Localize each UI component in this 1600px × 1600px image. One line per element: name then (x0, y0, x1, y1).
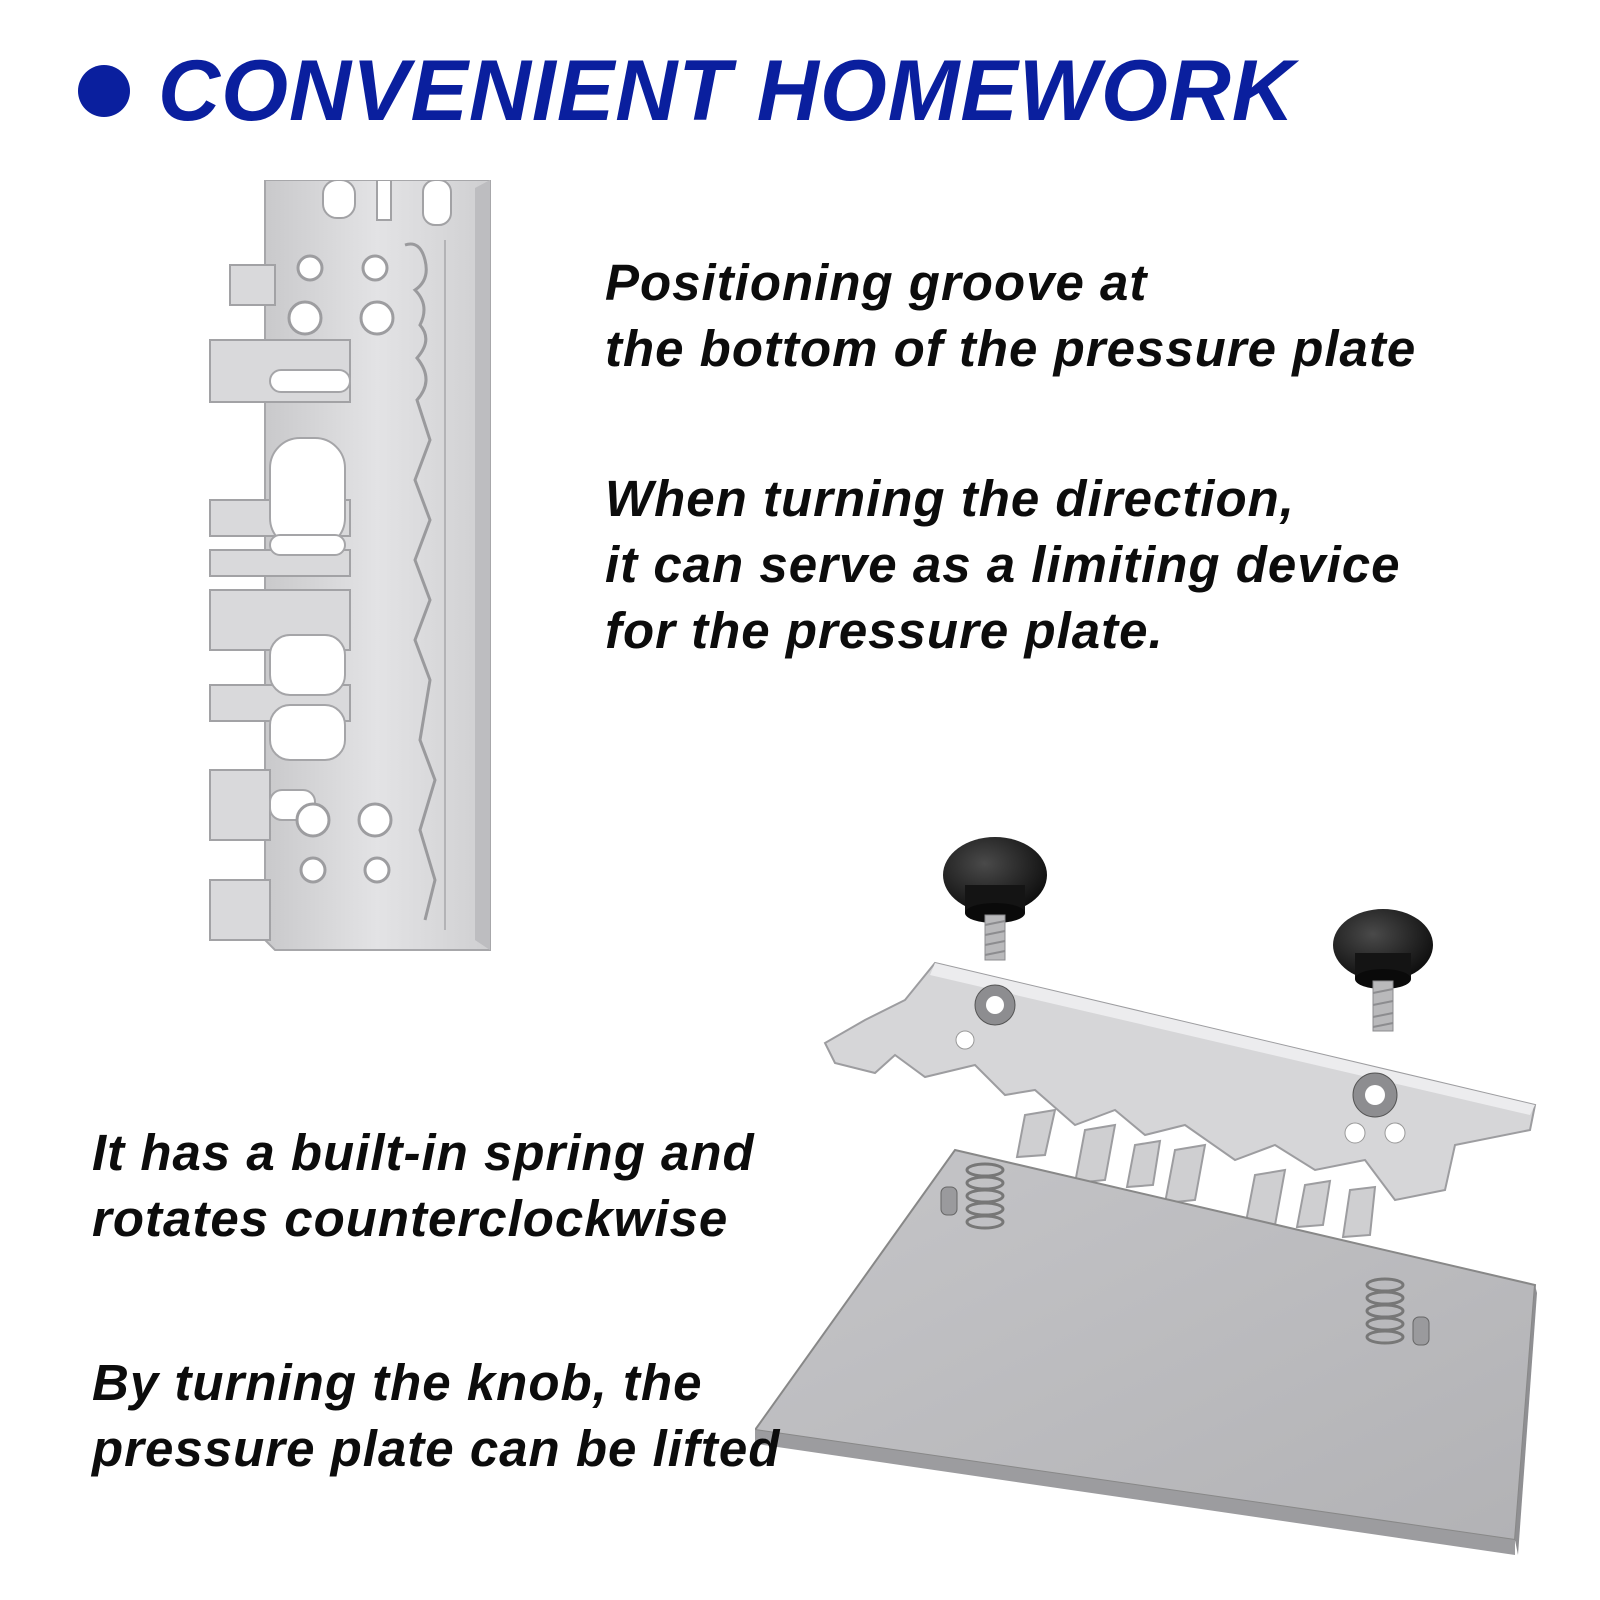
spring-left (940, 1162, 1005, 1230)
headline: CONVENIENT HOMEWORK (78, 36, 1295, 146)
knob-left (943, 837, 1047, 961)
bullet-dot-icon (78, 65, 130, 117)
feature-spring-text: It has a built-in spring and rotates cou… (92, 1120, 755, 1252)
pressure-plate-underside-image (209, 180, 491, 951)
knob-right (1333, 909, 1433, 1032)
exploded-assembly-image (755, 837, 1537, 1555)
text-line: pressure plate can be lifted (92, 1420, 781, 1477)
text-line: By turning the knob, the (92, 1354, 703, 1411)
text-line: for the pressure plate. (605, 602, 1164, 659)
feature-knob-text: By turning the knob, the pressure plate … (92, 1350, 780, 1482)
text-line: the bottom of the pressure plate (605, 320, 1417, 377)
feature-limit-text: When turning the direction, it can serve… (605, 466, 1401, 664)
text-line: Positioning groove at (605, 254, 1148, 311)
page-title: CONVENIENT HOMEWORK (158, 42, 1295, 139)
text-line: rotates counterclockwise (92, 1190, 729, 1247)
text-line: It has a built-in spring and (92, 1124, 755, 1181)
text-line: When turning the direction, (605, 470, 1295, 527)
feature-groove-text: Positioning groove at the bottom of the … (605, 250, 1416, 382)
text-line: it can serve as a limiting device (605, 536, 1401, 593)
spring-right (1365, 1277, 1430, 1346)
